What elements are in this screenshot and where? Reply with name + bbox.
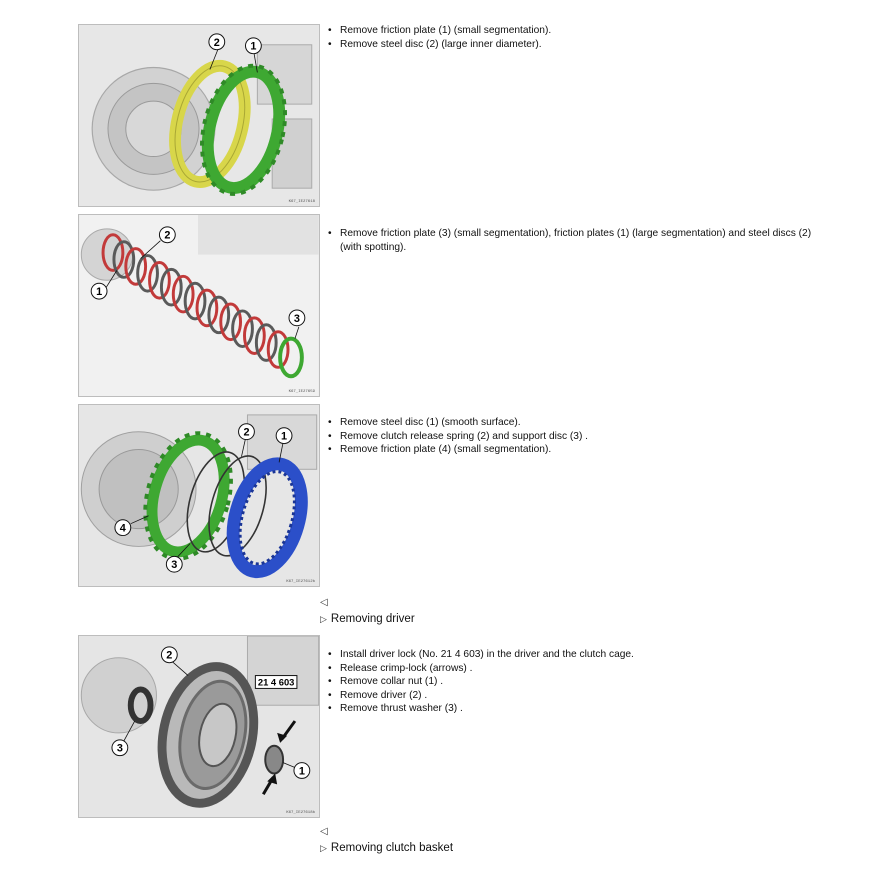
- svg-text:2: 2: [164, 230, 170, 242]
- svg-text:1: 1: [281, 431, 287, 443]
- section-arrow-icon: ▷: [320, 613, 327, 624]
- nav-removing-driver: ◁ ▷ Removing driver: [320, 597, 415, 625]
- figure-4-illustration: 21 4 603 2 3 1: [79, 636, 319, 817]
- figure-friction-plate-steel-disc: 2 1 K67_IE27618: [78, 24, 320, 207]
- svg-text:3: 3: [171, 559, 177, 571]
- disc-stack: [101, 233, 304, 379]
- step: Remove thrust washer (3) .: [327, 702, 827, 716]
- callout-2: 2: [208, 33, 226, 51]
- back-arrow-icon[interactable]: ◁: [320, 826, 328, 837]
- svg-text:1: 1: [250, 41, 256, 53]
- callout-4: 4: [114, 519, 132, 537]
- tool-label: 21 4 603: [254, 675, 298, 689]
- figure-3-illustration: 2 1 4 3: [79, 405, 319, 586]
- callout-2: 2: [158, 226, 176, 244]
- svg-text:2: 2: [243, 427, 249, 439]
- svg-text:2: 2: [166, 650, 172, 662]
- figure-driver-removal: 21 4 603 2 3 1 K67_IE27618b: [78, 635, 320, 818]
- figure-2-illustration: 2 1 3: [79, 215, 319, 396]
- step: Remove friction plate (3) (small segment…: [327, 227, 827, 254]
- figure-code: K67_IE27618b: [286, 811, 315, 815]
- step-list-2: Remove friction plate (3) (small segment…: [327, 227, 827, 254]
- callout-3: 3: [165, 555, 183, 573]
- figure-1-illustration: 2 1: [79, 25, 319, 206]
- back-arrow-icon[interactable]: ◁: [320, 597, 328, 608]
- step: Remove clutch release spring (2) and sup…: [327, 430, 827, 444]
- callout-1: 1: [90, 282, 108, 300]
- step: Remove driver (2) .: [327, 689, 827, 703]
- callout-3: 3: [111, 739, 129, 757]
- step: Remove friction plate (4) (small segment…: [327, 443, 827, 457]
- step: Release crimp-lock (arrows) .: [327, 662, 827, 676]
- step-list-3: Remove steel disc (1) (smooth surface). …: [327, 416, 827, 457]
- callout-1: 1: [275, 427, 293, 445]
- svg-text:3: 3: [117, 743, 123, 755]
- step: Remove friction plate (1) (small segment…: [327, 24, 827, 38]
- step: Remove steel disc (2) (large inner diame…: [327, 38, 827, 52]
- step-list-4: Install driver lock (No. 21 4 603) in th…: [327, 648, 827, 716]
- svg-text:1: 1: [299, 765, 305, 777]
- figure-code: K67_IE27612b: [286, 580, 315, 584]
- section-arrow-icon: ▷: [320, 842, 327, 853]
- svg-text:1: 1: [96, 286, 102, 298]
- section-heading-removing-clutch-basket[interactable]: Removing clutch basket: [330, 842, 454, 854]
- callout-1: 1: [293, 762, 311, 779]
- svg-text:2: 2: [214, 37, 220, 49]
- callout-2: 2: [160, 646, 178, 664]
- figure-steel-disc-spring: 2 1 4 3 K67_IE27612b: [78, 404, 320, 587]
- step: Remove steel disc (1) (smooth surface).: [327, 416, 827, 430]
- figure-clutch-disc-stack: 2 1 3 K67_IE27659: [78, 214, 320, 397]
- step-list-1: Remove friction plate (1) (small segment…: [327, 24, 827, 51]
- callout-3: 3: [288, 309, 306, 327]
- section-heading-removing-driver[interactable]: Removing driver: [330, 613, 415, 625]
- figure-code: K67_IE27618: [288, 200, 315, 204]
- svg-text:4: 4: [120, 523, 126, 535]
- step: Remove collar nut (1) .: [327, 675, 827, 689]
- nav-removing-clutch-basket: ◁ ▷ Removing clutch basket: [320, 826, 453, 854]
- figure-code: K67_IE27659: [288, 390, 315, 394]
- svg-text:21 4 603: 21 4 603: [258, 676, 295, 687]
- svg-text:3: 3: [294, 313, 300, 325]
- callout-1: 1: [244, 37, 262, 55]
- callout-2: 2: [238, 423, 255, 441]
- step: Install driver lock (No. 21 4 603) in th…: [327, 648, 827, 662]
